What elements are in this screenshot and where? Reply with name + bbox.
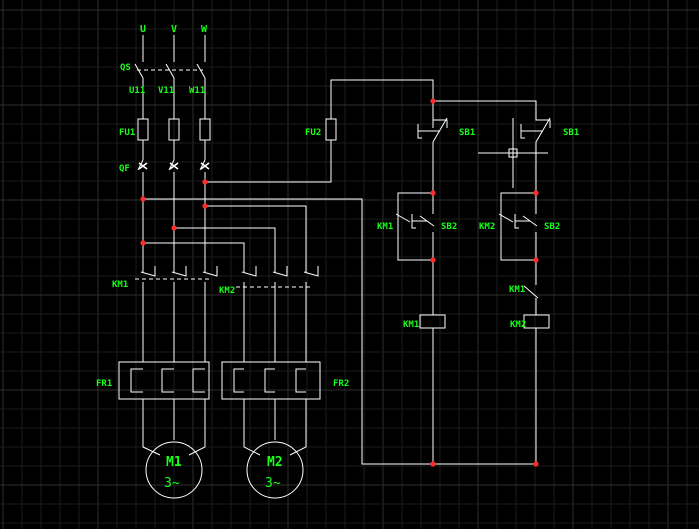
phase-v-label: V [171,24,177,35]
motor1-type-label: 3~ [164,476,180,491]
sb2-left-label: SB2 [441,222,457,232]
m2-lead-u [243,399,261,456]
junction-dot [430,461,436,467]
fr1-elements [130,368,205,393]
u11-label: U11 [129,86,145,96]
m1-lead-w [188,399,206,456]
sb1-right-contact [535,117,551,193]
fu2-label: FU2 [305,128,321,138]
km2-hold-label: KM2 [479,222,495,232]
m2-lead-w [289,399,307,456]
sb2-right-label: SB2 [544,222,560,232]
phase-w-label: W [201,24,208,35]
km1-contacts [140,266,218,290]
km1-main-label: KM1 [112,280,128,290]
v11-label: V11 [158,86,174,96]
qf-marks [138,162,210,170]
qs-blade-w [196,63,206,79]
feed-to-fu2 [205,140,332,183]
km1-interlock-contact [523,260,539,315]
phase-u-label: U [140,24,146,35]
junction-dot [202,179,208,185]
km2-coil-label: KM2 [510,320,526,330]
fu1-label: FU1 [119,128,135,138]
fr2-label: FR2 [333,379,349,389]
motor2-symbol [246,441,304,499]
motor2-name-label: M2 [267,455,283,470]
junction-dot [202,203,208,209]
qs-blade-v [165,63,175,79]
km1-hold-label: KM1 [377,222,393,232]
sb2-right-actuator [514,214,530,229]
sb1-left-contact [432,101,448,193]
junction-dot [430,257,436,263]
tap-w-km2 [205,205,307,266]
m1-lead-u [142,399,161,456]
control-top-wire [330,79,537,119]
junction-dot [533,257,539,263]
motor1-symbol [145,441,203,499]
qf-mark-w [200,162,210,170]
qs-label: QS [120,63,131,73]
sb1-left-label: SB1 [459,128,475,138]
fr1-box [118,361,210,400]
qf-mark-v [169,162,179,170]
fr1-label: FR1 [96,379,112,389]
sb1-left-actuator [417,124,440,139]
junctions [140,98,539,467]
km1-interlock-label: KM1 [509,285,525,295]
tap-v-km2 [174,227,276,266]
qf-label: QF [119,164,130,174]
junction-dot [430,190,436,196]
junction-dot [533,461,539,467]
w11-label: W11 [189,86,205,96]
cursor-crosshair-box [508,148,518,158]
tap-u-km2 [143,242,245,266]
sb1-right-actuator [520,124,543,139]
fu2-fuse [325,118,337,141]
fr2-box [221,361,321,400]
km1-hold-contact [395,212,411,230]
labels: U V W QS U11 V11 W11 FU1 QF FU2 KM1 KM2 … [96,24,579,491]
km2-hold-contact [498,213,514,230]
sb2-left-actuator [411,214,427,229]
km2-contacts [241,266,319,290]
junction-dot [430,98,436,104]
km2-main-label: KM2 [219,286,235,296]
junction-dot [171,225,177,231]
feed-w-to-neutral [143,198,536,465]
qs-blade-u [134,63,144,79]
junction-dot [140,196,146,202]
km1-coil-label: KM1 [403,320,419,330]
junction-dot [533,190,539,196]
wiring [118,35,551,499]
sb1-right-label: SB1 [563,128,579,138]
junction-dot [140,240,146,246]
motor1-name-label: M1 [166,455,182,470]
qf-mark-u [138,162,148,170]
motor2-type-label: 3~ [265,476,281,491]
fr2-elements [233,368,306,393]
